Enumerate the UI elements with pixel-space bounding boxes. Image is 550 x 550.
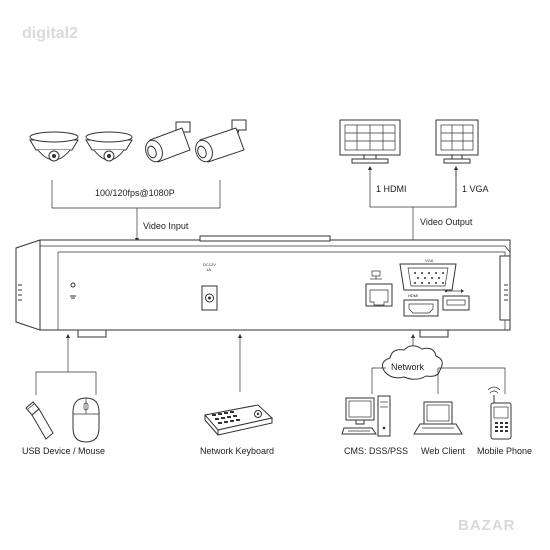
usb-bracket: [35, 371, 97, 395]
network-keyboard-icon: [204, 404, 274, 436]
monitor-icon: [339, 119, 401, 164]
laptop-icon: [413, 401, 463, 435]
usb-icon: [444, 289, 464, 293]
cms-label: CMS: DSS/PSS: [344, 446, 408, 456]
vga-port-label: VGA: [425, 258, 434, 263]
usb-stick-icon: [25, 401, 54, 440]
power-port-label: DC12V: [203, 262, 216, 267]
mobile-phone-icon: [487, 386, 512, 440]
mobile-phone-label: Mobile Phone: [477, 446, 532, 456]
dome-camera-icon: [85, 131, 133, 162]
power-port-sublabel: 1A: [206, 267, 211, 272]
usb-port: [442, 295, 470, 311]
network-keyboard-label: Network Keyboard: [200, 446, 274, 456]
watermark-top: digital2: [22, 25, 78, 42]
video-input-bracket: [51, 180, 221, 209]
network-cloud-icon: [381, 345, 443, 380]
video-input-label: Video Input: [143, 221, 189, 231]
desktop-computer-icon: [341, 395, 391, 437]
mouse-icon: [72, 397, 100, 443]
hdmi-port-label: HDMI: [408, 293, 418, 298]
cms-network-line: [371, 367, 386, 394]
web-client-label: Web Client: [421, 446, 465, 456]
watermark-bottom: BAZAR: [458, 517, 516, 534]
phone-network-line: [438, 367, 506, 394]
ethernet-port: [365, 283, 393, 307]
nvr-rear-panel: [15, 235, 511, 338]
ground-icon: [70, 282, 76, 299]
hdmi-port: [403, 299, 439, 317]
network-port-icon: [370, 270, 382, 280]
video-input-spec: 100/120fps@1080P: [95, 188, 175, 198]
hdmi-output-label: 1 HDMI: [376, 184, 407, 194]
dome-camera-icon: [29, 131, 79, 162]
bullet-camera-icon: [195, 119, 247, 163]
vga-output-label: 1 VGA: [462, 184, 489, 194]
network-label: Network: [391, 362, 425, 372]
video-output-label: Video Output: [420, 217, 473, 227]
bullet-camera-icon: [145, 121, 191, 163]
vga-port: [399, 263, 457, 291]
monitor-icon: [435, 119, 479, 164]
usb-device-label: USB Device / Mouse: [22, 446, 105, 456]
power-port: [201, 285, 218, 311]
